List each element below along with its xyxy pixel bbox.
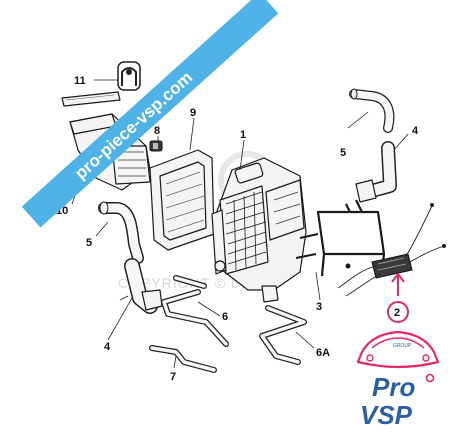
- callout-2-highlight: 2: [387, 272, 409, 323]
- callout-8: 8: [154, 125, 160, 137]
- callout-1: 1: [240, 129, 246, 141]
- callout-7: 7: [170, 371, 176, 383]
- part-6-pipe: [161, 275, 229, 347]
- part-9-air-filter: [149, 149, 215, 251]
- part-5-hose-upper: [349, 88, 395, 133]
- callout-6: 6: [222, 311, 228, 323]
- callout-5-left: 5: [86, 237, 92, 249]
- logo-line-1: Pro: [372, 372, 415, 402]
- logo-group-text: GROUP: [393, 343, 412, 349]
- callout-2: 2: [394, 307, 400, 319]
- car-logo-icon: [356, 330, 440, 369]
- part-1-heater-box: [211, 157, 307, 303]
- callout-3: 3: [316, 301, 322, 313]
- callout-6a: 6A: [316, 347, 330, 359]
- part-11-seal: [61, 91, 121, 107]
- part-4-duct-left: [124, 258, 163, 314]
- part-4-duct-upper: [355, 141, 397, 203]
- logo-dot-icon: [425, 373, 435, 383]
- part-8-clip: [149, 140, 163, 152]
- callout-4-upper: 4: [412, 125, 419, 137]
- part-7-pipe: [149, 345, 217, 373]
- part-6a-pipe: [259, 305, 307, 365]
- part-2-control-module: [337, 203, 446, 297]
- seal-detail-icon: [117, 61, 141, 91]
- callout-5-upper: 5: [340, 147, 346, 159]
- part-5-hose-left: [98, 201, 144, 264]
- callout-11: 11: [74, 75, 86, 87]
- provsp-logo: GROUP Pro VSP: [356, 330, 440, 430]
- logo-line-2: VSP: [360, 400, 413, 430]
- callout-4-left: 4: [104, 341, 111, 353]
- part-3-bracket: [295, 199, 386, 277]
- callout-9: 9: [190, 107, 196, 119]
